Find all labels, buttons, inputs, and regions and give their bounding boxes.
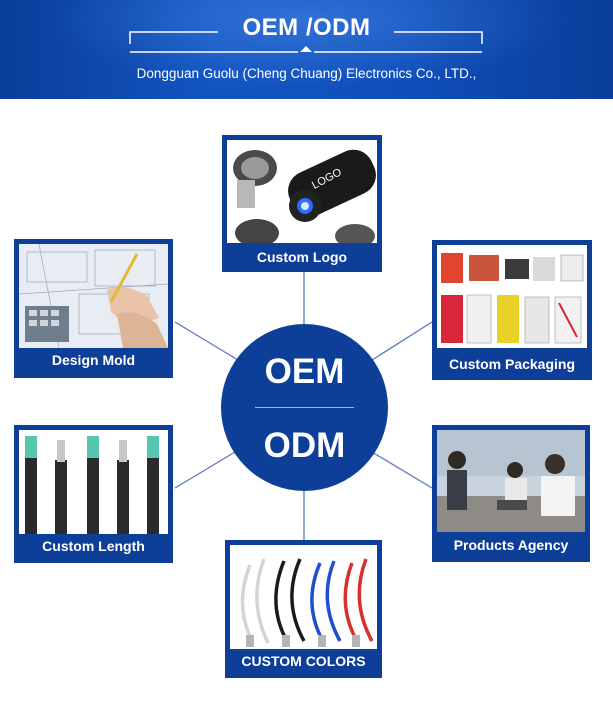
custom-colors-label: CUSTOM COLORS	[241, 653, 366, 669]
custom-logo-card[interactable]: LOGO Custom Logo	[222, 135, 382, 272]
products-agency-label: Products Agency	[453, 537, 569, 553]
hub-divider	[255, 407, 354, 408]
custom-logo-label: Custom Logo	[256, 249, 348, 265]
custom-length-card[interactable]: Custom Length	[14, 425, 173, 563]
custom-packaging-image	[437, 245, 587, 348]
custom-length-label: Custom Length	[42, 538, 145, 554]
custom-length-image	[19, 430, 168, 534]
banner-title: OEM /ODM	[242, 14, 371, 41]
title-frame	[129, 31, 483, 53]
products-agency-image	[437, 430, 585, 532]
header-banner: OEM /ODM Dongguan Guolu (Cheng Chuang) E…	[0, 0, 613, 99]
products-agency-card[interactable]: Products Agency	[432, 425, 590, 562]
custom-logo-image: LOGO	[227, 140, 377, 243]
company-name: Dongguan Guolu (Cheng Chuang) Electronic…	[136, 66, 477, 81]
design-mold-image	[19, 244, 168, 348]
custom-colors-image	[230, 545, 377, 649]
hub-odm-text: ODM	[263, 426, 346, 465]
custom-packaging-label: Custom Packaging	[448, 356, 576, 372]
design-mold-label: Design Mold	[51, 352, 136, 368]
oem-odm-hub: OEM ODM	[221, 324, 388, 491]
custom-colors-card[interactable]: CUSTOM COLORS	[225, 540, 382, 678]
hub-oem-text: OEM	[264, 352, 345, 391]
custom-packaging-card[interactable]: Custom Packaging	[432, 240, 592, 380]
design-mold-card[interactable]: Design Mold	[14, 239, 173, 378]
